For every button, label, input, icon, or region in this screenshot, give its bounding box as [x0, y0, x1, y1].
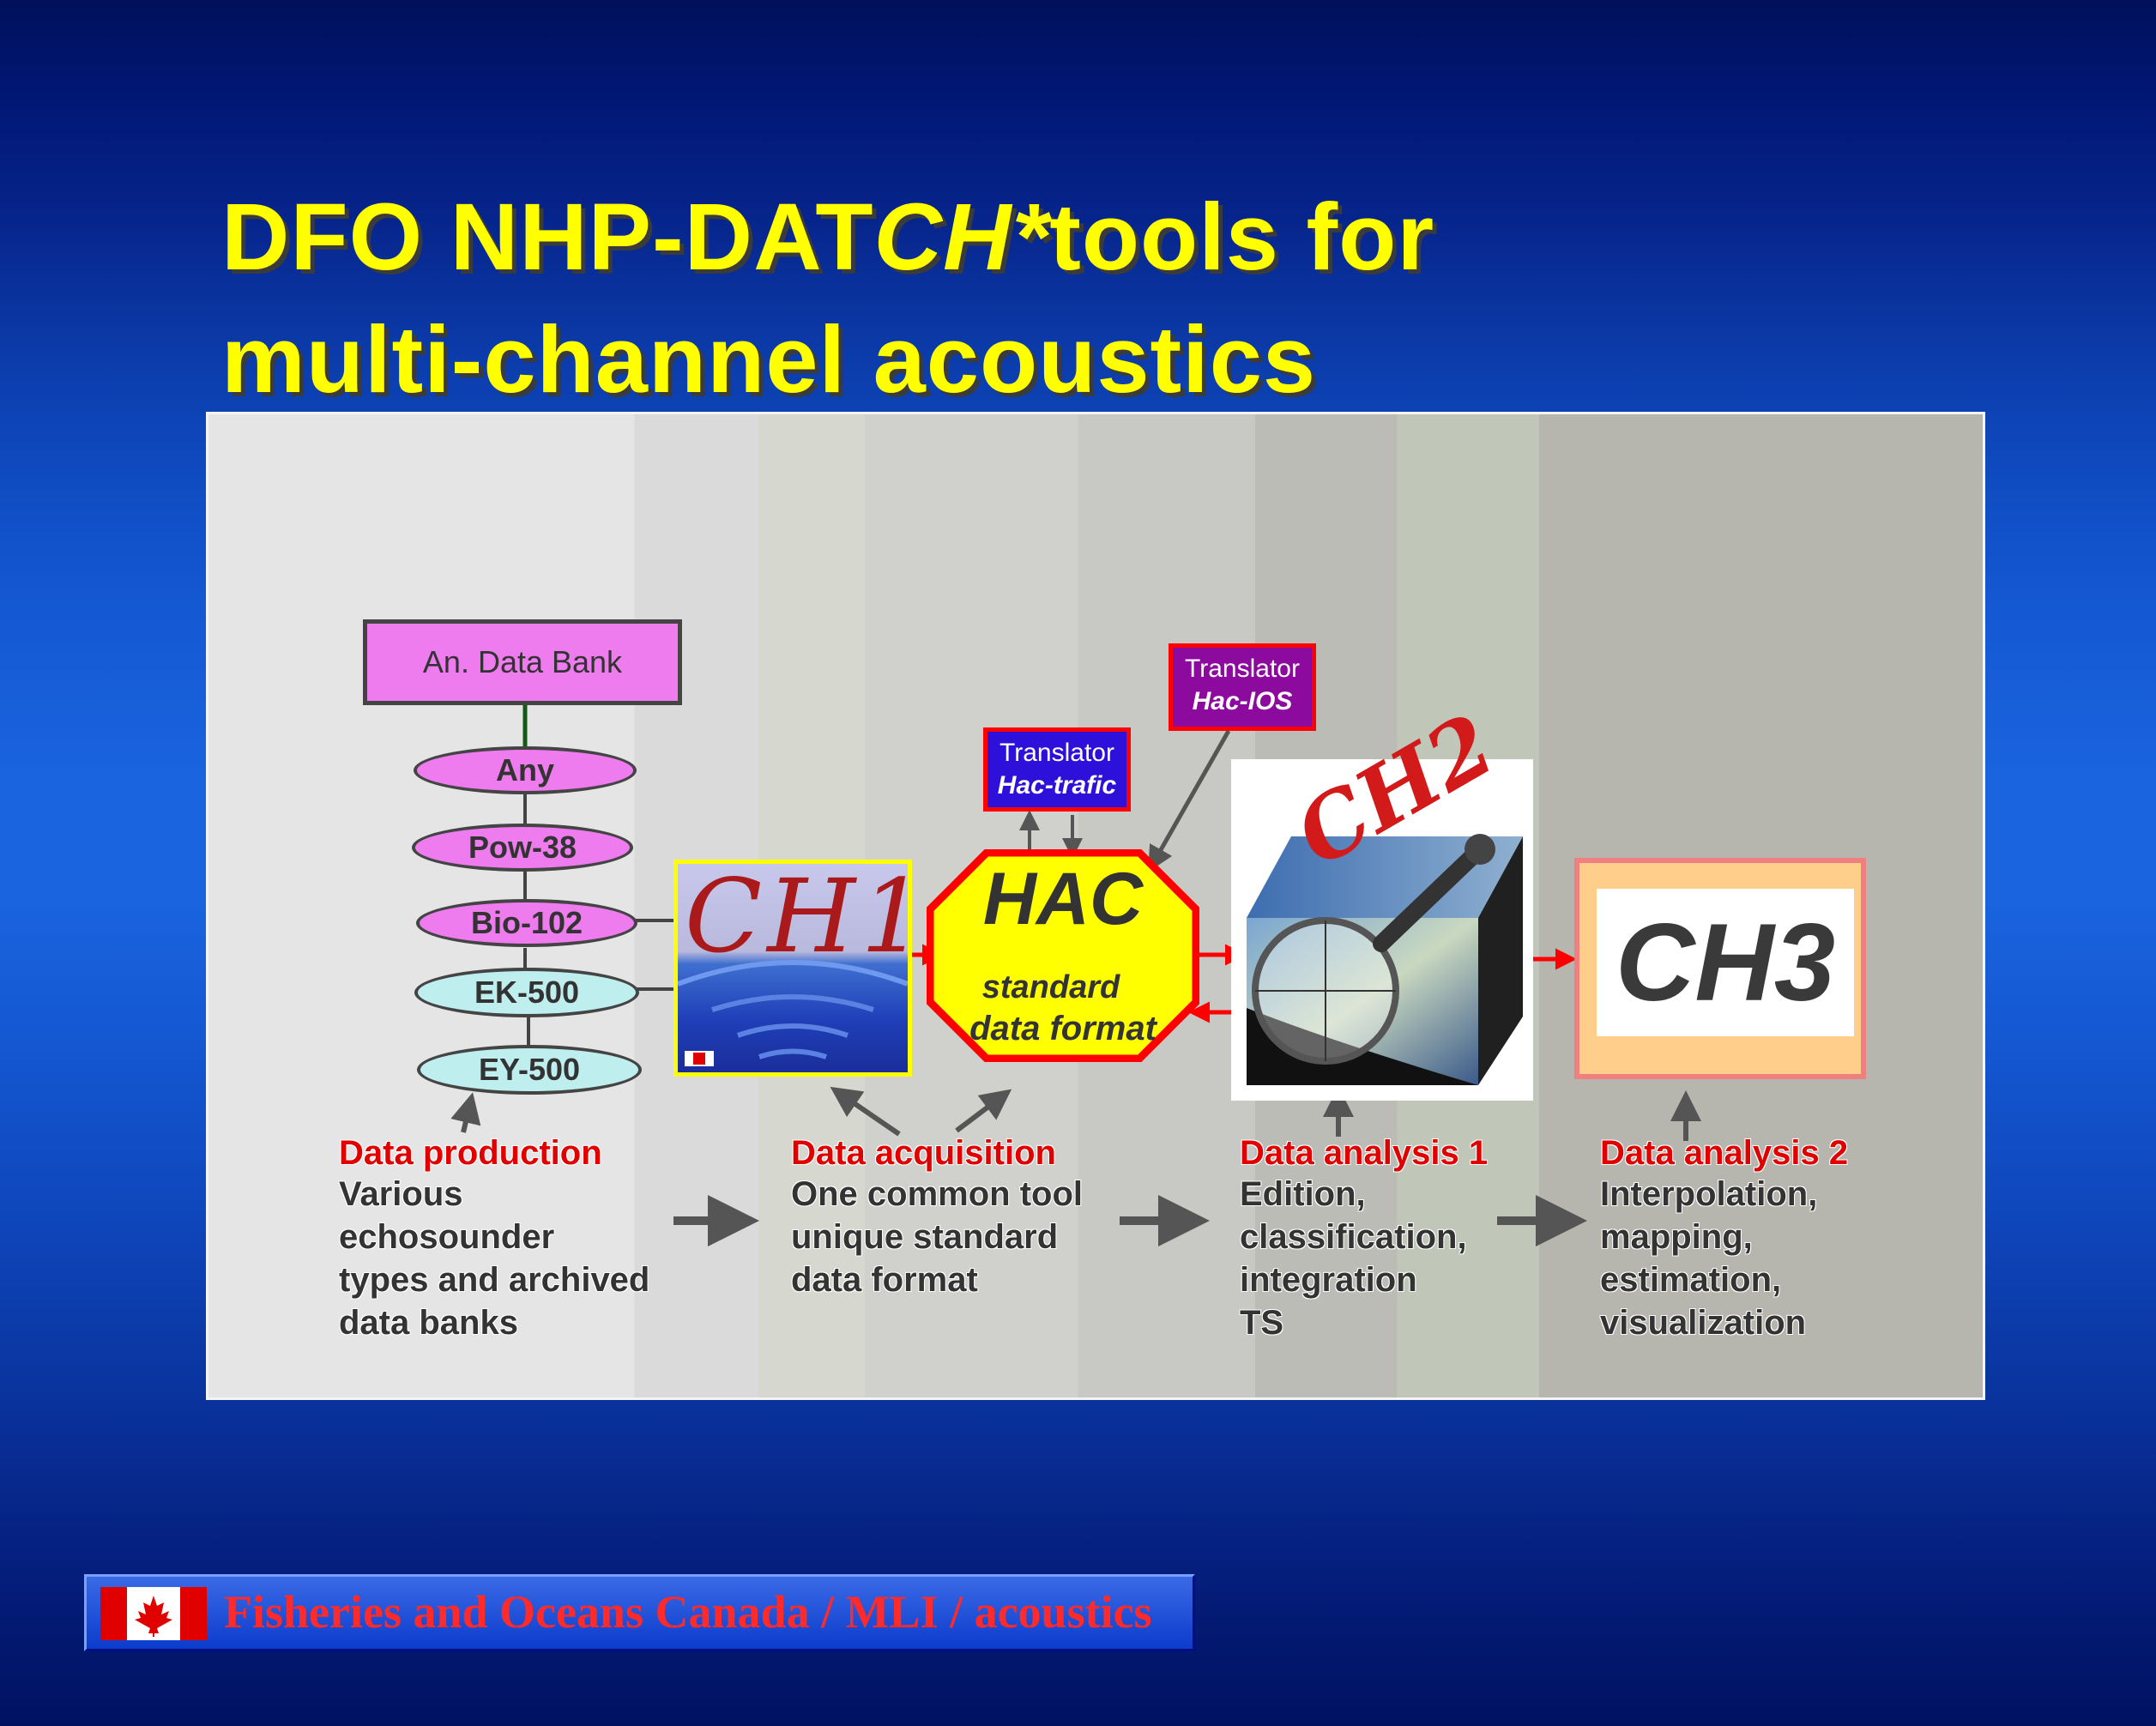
ch1-waves-icon — [678, 960, 908, 1066]
arrow-diagonal — [830, 1086, 901, 1137]
stage-heading: Data analysis 2 — [1600, 1134, 1849, 1172]
arrow-diagonal — [955, 1089, 1012, 1133]
source-bio-102: Bio-102 — [416, 899, 637, 947]
stage-heading: Data production — [339, 1134, 602, 1172]
translator-name: Hac-IOS — [1192, 687, 1293, 715]
hac-line1: standard — [981, 969, 1120, 1005]
hac-octagon — [927, 849, 1199, 1062]
stage-line: data format — [791, 1261, 978, 1299]
footer-text: Fisheries and Oceans Canada / MLI / acou… — [224, 1586, 1152, 1638]
title-part2: CH* — [873, 184, 1050, 290]
ch1-logo: CH1 — [673, 860, 912, 1077]
stage-line: echosounder — [339, 1218, 555, 1256]
source-any: Any — [414, 746, 637, 794]
hac-title: HAC — [982, 858, 1144, 940]
stage-data-acquisition: Data acquisition One common tool unique … — [791, 1134, 1083, 1301]
stage-line: Interpolation, — [1600, 1175, 1818, 1213]
stage-line: Various — [339, 1175, 463, 1213]
stage-line: mapping, — [1600, 1218, 1753, 1256]
canada-flag-icon — [100, 1587, 207, 1640]
arrow-up — [450, 1092, 481, 1133]
source-ey-500: EY-500 — [417, 1045, 642, 1095]
source-ek-500: EK-500 — [414, 968, 639, 1017]
footer-bar: Fisheries and Oceans Canada / MLI / acou… — [84, 1574, 1195, 1651]
stage-line: classification, — [1240, 1218, 1467, 1256]
title-part3: tools for — [1049, 184, 1435, 290]
slide-title: DFO NHP-DATCH*tools for multi-channel ac… — [221, 176, 1434, 421]
stage-data-analysis-1: Data analysis 1 Edition, classification,… — [1240, 1134, 1488, 1344]
stage-line: visualization — [1600, 1304, 1807, 1342]
translator-hac-trafic: Translator Hac-trafic — [983, 727, 1131, 812]
ch2-cube-icon — [1247, 834, 1523, 1085]
translator-label: Translator — [999, 739, 1114, 767]
stage-line: Edition, — [1240, 1175, 1366, 1213]
stage-data-analysis-2: Data analysis 2 Interpolation, mapping, … — [1600, 1134, 1848, 1344]
stage-line: integration — [1240, 1261, 1417, 1299]
title-part1: DFO NHP-DAT — [221, 184, 874, 290]
ch2-image: CH2 — [1231, 694, 1533, 1101]
source-pow-38: Pow-38 — [412, 824, 633, 872]
stage-heading: Data acquisition — [791, 1134, 1056, 1172]
translator-label: Translator — [1185, 655, 1300, 683]
stage-line: unique standard — [791, 1218, 1059, 1256]
stage-line: data banks — [339, 1304, 518, 1342]
title-line2: multi-channel acoustics — [221, 307, 1317, 413]
ch3-label: CH3 — [1597, 889, 1854, 1036]
translator-hac-ios: Translator Hac-IOS — [1169, 643, 1316, 731]
stage-heading: Data analysis 1 — [1240, 1134, 1489, 1172]
ch1-label: CH1 — [685, 860, 912, 975]
hac-line2: data format — [969, 1010, 1157, 1047]
stage-line: types and archived — [339, 1261, 650, 1299]
data-bank-box: An. Data Bank — [363, 619, 682, 705]
arrow-diagonal — [1148, 729, 1231, 872]
stage-line: estimation, — [1600, 1261, 1782, 1299]
stage-data-production: Data production Various echosounder type… — [339, 1134, 649, 1344]
translator-name: Hac-trafic — [997, 771, 1117, 800]
ch3-box: CH3 — [1574, 858, 1866, 1079]
stage-line: TS — [1240, 1304, 1284, 1342]
stage-line: One common tool — [791, 1175, 1083, 1213]
